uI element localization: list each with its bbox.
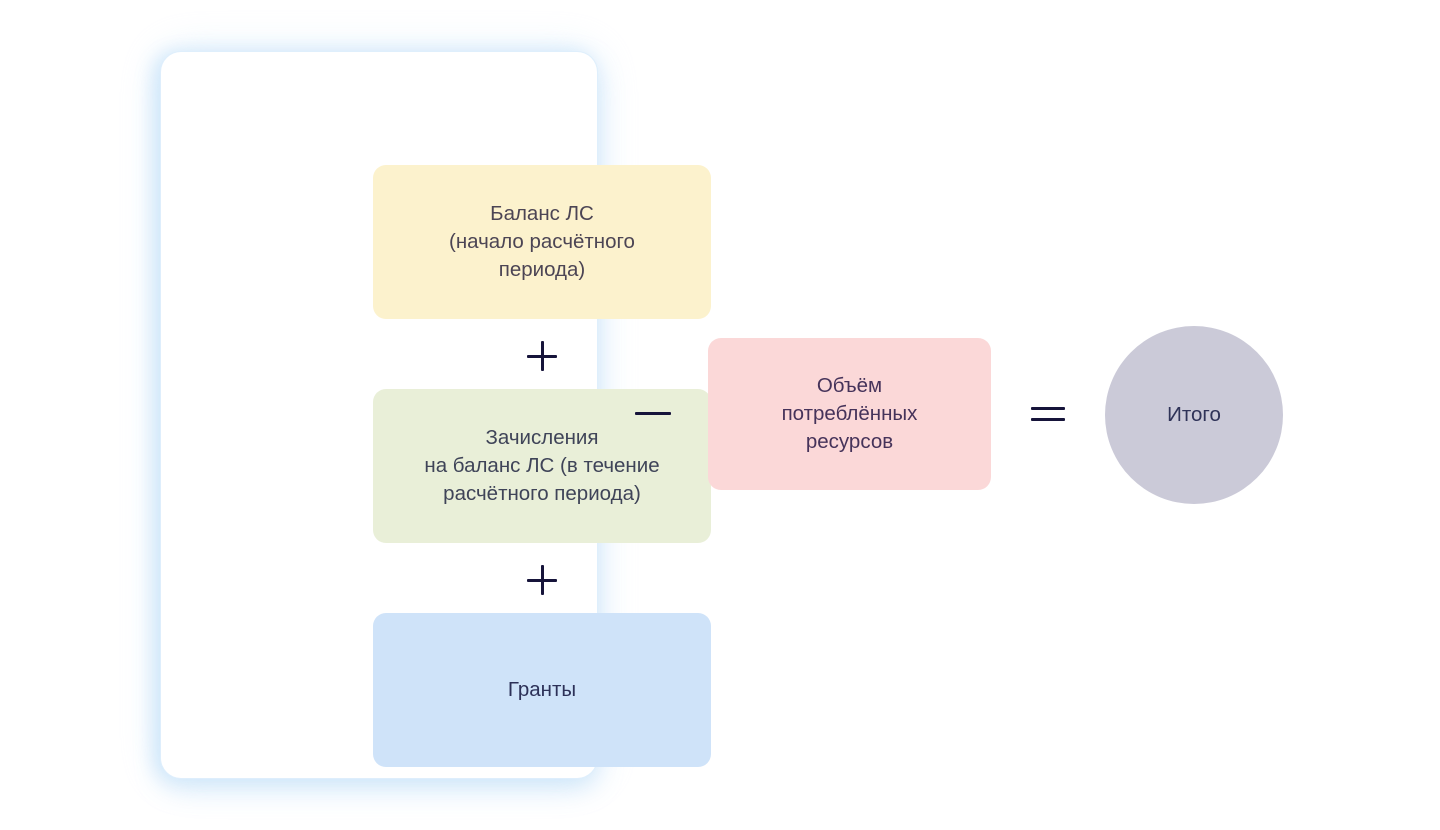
node-consumed-resources: Объём потреблённых ресурсов xyxy=(708,338,991,490)
plus-vertical-bar xyxy=(541,341,544,371)
equals-bar-bottom xyxy=(1031,418,1065,421)
node-grants: Гранты xyxy=(373,613,711,767)
plus-vertical-bar xyxy=(541,565,544,595)
equals-bar-top xyxy=(1031,407,1065,410)
plus-operator-1 xyxy=(527,341,557,371)
minus-bar xyxy=(635,412,671,415)
addends-card: Баланс ЛС (начало расчётного периода) За… xyxy=(161,52,711,778)
minus-operator xyxy=(635,405,671,421)
node-total-result: Итого xyxy=(1105,326,1283,504)
node-balance: Баланс ЛС (начало расчётного периода) xyxy=(373,165,711,319)
equals-operator xyxy=(1031,402,1065,424)
plus-operator-2 xyxy=(527,565,557,595)
